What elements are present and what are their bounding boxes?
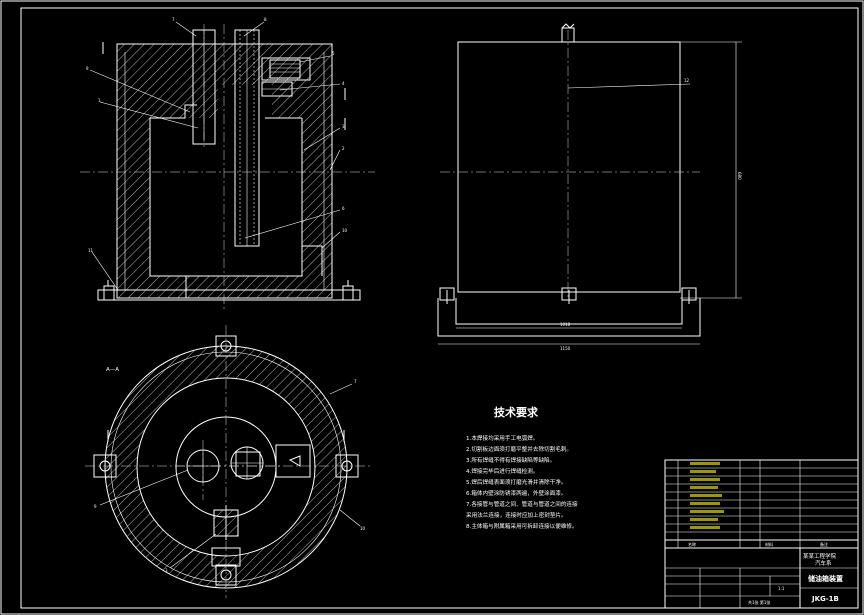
technical-requirements: 技术要求 1.本焊接均采用手工电弧焊。 2.切割板边面须打磨平整并去除切割毛刺。… bbox=[466, 405, 578, 530]
tb-scale: 1:1 bbox=[778, 586, 785, 591]
svg-text:6: 6 bbox=[342, 206, 345, 211]
svg-text:3: 3 bbox=[165, 568, 168, 573]
svg-text:1: 1 bbox=[98, 98, 101, 103]
plan-view: A—A bbox=[85, 325, 370, 598]
svg-text:10: 10 bbox=[342, 228, 348, 233]
svg-text:9: 9 bbox=[86, 66, 89, 71]
svg-text:1018: 1018 bbox=[560, 322, 571, 327]
svg-text:4: 4 bbox=[342, 81, 345, 86]
section-label: A—A bbox=[106, 367, 119, 373]
title-block: 名称 材料 备注 某某工程学院 汽车系 储油箱装置 JKG-1B 共1张 第 bbox=[664, 459, 859, 609]
tb-school: 某某工程学院 bbox=[803, 552, 837, 560]
side-view: 680 12 1018 1150 bbox=[437, 23, 742, 351]
tb-dept: 汽车系 bbox=[815, 559, 832, 567]
tb-header-name: 名称 bbox=[688, 541, 696, 547]
tb-drawing-no: JKG-1B bbox=[811, 595, 839, 603]
svg-text:8: 8 bbox=[264, 17, 267, 22]
svg-text:2: 2 bbox=[342, 146, 345, 151]
svg-text:680: 680 bbox=[737, 172, 742, 180]
svg-text:1150: 1150 bbox=[560, 346, 571, 351]
svg-text:7: 7 bbox=[354, 379, 357, 384]
svg-text:9: 9 bbox=[94, 504, 97, 509]
front-section-view: 7 8 5 4 3 2 6 10 9 1 11 bbox=[80, 17, 375, 310]
req-line-8: 采用法兰连接，连接时应加上密封垫片。 bbox=[466, 511, 567, 519]
svg-text:11: 11 bbox=[88, 248, 94, 253]
requirements-title: 技术要求 bbox=[494, 405, 539, 419]
req-line-1: 1.本焊接均采用手工电弧焊。 bbox=[466, 434, 538, 442]
tb-sheet-info: 共1张 第1张 bbox=[748, 599, 770, 605]
svg-text:12: 12 bbox=[684, 78, 690, 83]
req-line-5: 5.焊后焊缝表面须打磨光滑并清除干净。 bbox=[466, 478, 566, 486]
req-line-9: 8.主体箱与附属箱采用可拆卸连接以便维修。 bbox=[466, 522, 578, 530]
req-line-4: 4.焊接完毕后进行焊缝检测。 bbox=[466, 467, 538, 475]
req-line-3: 3.所有焊缝不得有焊接缺陷等缺陷。 bbox=[466, 456, 555, 464]
req-line-7: 7.各接管与管道之间、管道与管道之间的连接 bbox=[466, 500, 578, 508]
tb-header-material: 材料 bbox=[765, 541, 773, 547]
req-line-6: 6.箱体内壁涂防锈漆两遍，外壁涂面漆。 bbox=[466, 489, 566, 497]
svg-text:7: 7 bbox=[172, 17, 175, 22]
svg-text:10: 10 bbox=[360, 526, 366, 531]
tb-header-remark: 备注 bbox=[820, 541, 828, 547]
req-line-2: 2.切割板边面须打磨平整并去除切割毛刺。 bbox=[466, 445, 572, 453]
inner-border bbox=[20, 7, 859, 609]
svg-text:5: 5 bbox=[332, 51, 335, 56]
tb-drawing-name: 储油箱装置 bbox=[807, 574, 843, 583]
svg-text:3: 3 bbox=[342, 124, 345, 129]
